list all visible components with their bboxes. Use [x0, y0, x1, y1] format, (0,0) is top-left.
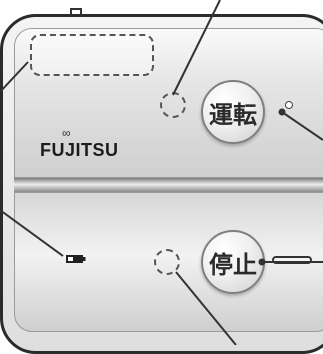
indicator-dot-icon — [285, 101, 293, 109]
brand-logo: FUJITSU — [40, 140, 119, 160]
lower-sensor-window — [154, 249, 180, 275]
run-button[interactable]: 運転 — [201, 80, 265, 144]
stop-button[interactable]: 停止 — [201, 230, 265, 294]
battery-icon — [66, 255, 86, 263]
logo-infinity-icon: ∞ — [62, 126, 71, 140]
stop-indicator-slot — [272, 256, 312, 264]
upper-sensor-window — [160, 92, 186, 118]
panel-seam — [14, 178, 323, 192]
display-area-outline — [30, 34, 154, 76]
